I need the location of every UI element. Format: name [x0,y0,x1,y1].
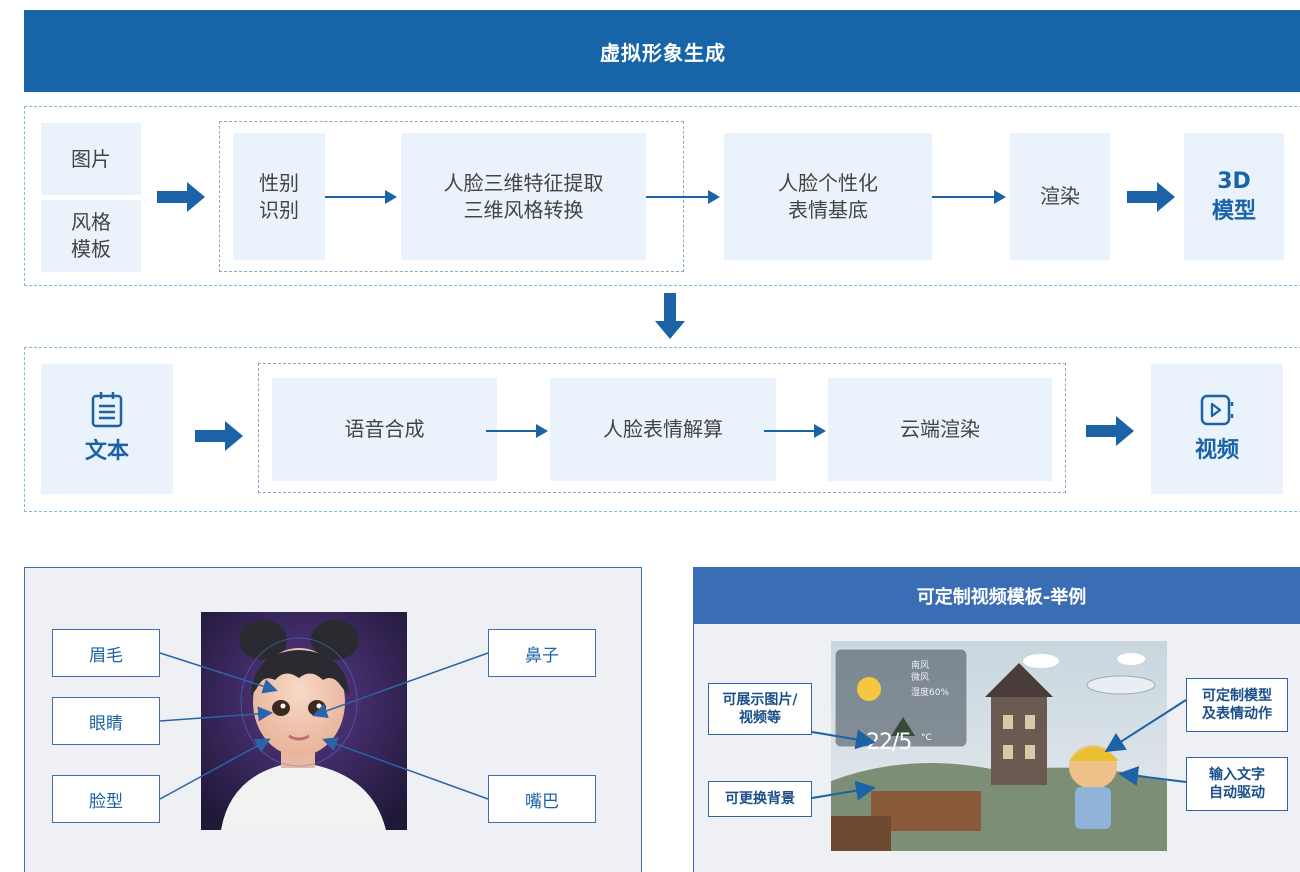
arrow-solve-to-cloud [764,424,826,438]
label-eyebrow: 眉毛 [52,629,160,677]
document-icon [91,392,123,428]
output-3d-label-2: 模型 [1211,198,1256,224]
video-template-title: 可定制视频模板-举例 [693,567,1300,624]
personal-label-2: 表情基底 [788,197,868,222]
video-output-label: 视频 [1194,438,1239,464]
tts-label: 语音合成 [344,417,425,441]
template-connector-lines [811,699,1187,801]
arrow-extract-to-personal [646,190,720,204]
template-scene-image [831,641,1167,851]
row1-fat-arrow-2 [1127,182,1175,212]
input-style-label-2: 模板 [71,237,111,261]
row2-frame [24,347,1300,512]
cloud-render-cell: 云端渲染 [828,378,1052,481]
weather-humidity: 湿度60% [911,688,950,698]
label-background: 可更换背景 [708,781,812,817]
label-text-drive-1: 输入文字 [1209,766,1265,783]
row1-frame [24,106,1300,286]
weather-unit: °C [921,733,932,743]
arrow-tts-to-solve [486,424,548,438]
gender-label-2: 识别 [259,197,299,222]
down-arrow [655,293,685,339]
label-show-media: 可展示图片/ 视频等 [708,683,812,735]
label-eyes: 眼睛 [52,697,160,745]
weather-wind-level: 微风 [911,673,930,683]
row2-inner-frame [258,363,1066,493]
label-nose: 鼻子 [488,629,596,677]
tts-cell: 语音合成 [272,378,497,481]
input-style-cell: 风格 模板 [41,200,141,272]
input-style-label-1: 风格 [71,210,111,234]
avatar-image [201,612,407,830]
arrow-gender-to-extract [325,190,397,204]
weather-wind-direction: 南风 [911,661,930,671]
input-image-cell: 图片 [41,123,141,195]
label-custom-model: 可定制模型 及表情动作 [1186,678,1288,732]
extract-label-2: 三维风格转换 [463,197,584,222]
label-face-shape: 脸型 [52,775,160,823]
cloud-render-label: 云端渲染 [900,417,980,441]
label-mouth: 嘴巴 [488,775,596,823]
personal-cell: 人脸个性化 表情基底 [724,133,932,260]
row2-fat-arrow-2 [1086,416,1134,446]
label-text-drive: 输入文字 自动驱动 [1186,757,1288,811]
video-output-cell: 视频 [1151,364,1283,494]
input-image-label: 图片 [71,146,111,171]
gender-cell: 性别 识别 [233,133,325,260]
label-show-media-2: 视频等 [739,710,781,726]
output-3d-cell: 3D 模型 [1184,133,1284,260]
render-cell: 渲染 [1010,133,1110,260]
video-icon [1200,394,1234,426]
label-custom-model-1: 可定制模型 [1202,687,1272,704]
extract-cell: 人脸三维特征提取 三维风格转换 [401,133,646,260]
gender-label-1: 性别 [259,170,299,195]
extract-label-1: 人脸三维特征提取 [443,170,604,195]
label-text-drive-2: 自动驱动 [1209,785,1265,801]
output-3d-label-1: 3D [1217,168,1251,194]
label-show-media-1: 可展示图片/ [722,691,798,708]
text-input-cell: 文本 [41,364,173,494]
personal-label-1: 人脸个性化 [778,170,878,195]
face-solve-label: 人脸表情解算 [603,417,723,441]
row1-fat-arrow-1 [157,182,205,212]
face-solve-cell: 人脸表情解算 [550,378,776,481]
row2-fat-arrow-1 [195,421,243,451]
face-connector-lines [159,652,489,800]
text-input-label: 文本 [84,439,129,465]
render-label: 渲染 [1040,184,1080,208]
label-custom-model-2: 及表情动作 [1202,706,1272,722]
page-title: 虚拟形象生成 [24,10,1300,92]
arrow-personal-to-render [932,190,1006,204]
